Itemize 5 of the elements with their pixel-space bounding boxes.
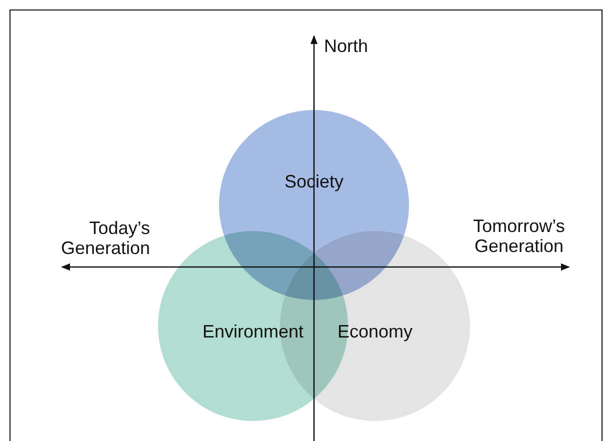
circle-label: Environment [202, 322, 304, 342]
circle-label: Economy [337, 322, 413, 342]
axis-label: North [324, 36, 370, 56]
axis-label: Today’s Generation [60, 218, 150, 258]
axis-label: Tomorrow’s Generation [472, 216, 566, 256]
